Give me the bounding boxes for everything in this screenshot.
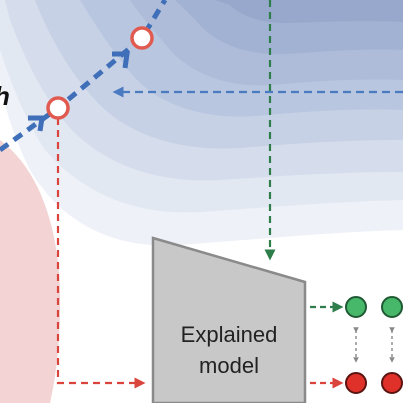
red-dashed-connector bbox=[56, 118, 146, 389]
marker-circle-icon bbox=[130, 26, 154, 50]
model-label-line2: model bbox=[199, 353, 259, 378]
marker-circle-icon bbox=[46, 96, 70, 120]
partial-path-label: h bbox=[0, 81, 10, 111]
pink-region bbox=[0, 140, 60, 403]
output-node-icon bbox=[345, 296, 367, 318]
explained-model-shape bbox=[151, 236, 307, 403]
output-node-icon bbox=[381, 296, 403, 318]
path-arrow-icon bbox=[112, 51, 130, 69]
trajectory-path bbox=[0, 0, 168, 153]
path-arrow-icon bbox=[28, 115, 45, 132]
output-node-icon bbox=[381, 372, 403, 394]
output-node-icon bbox=[345, 372, 367, 394]
model-label-line1: Explained bbox=[181, 322, 278, 347]
contour-bands bbox=[0, 0, 403, 246]
